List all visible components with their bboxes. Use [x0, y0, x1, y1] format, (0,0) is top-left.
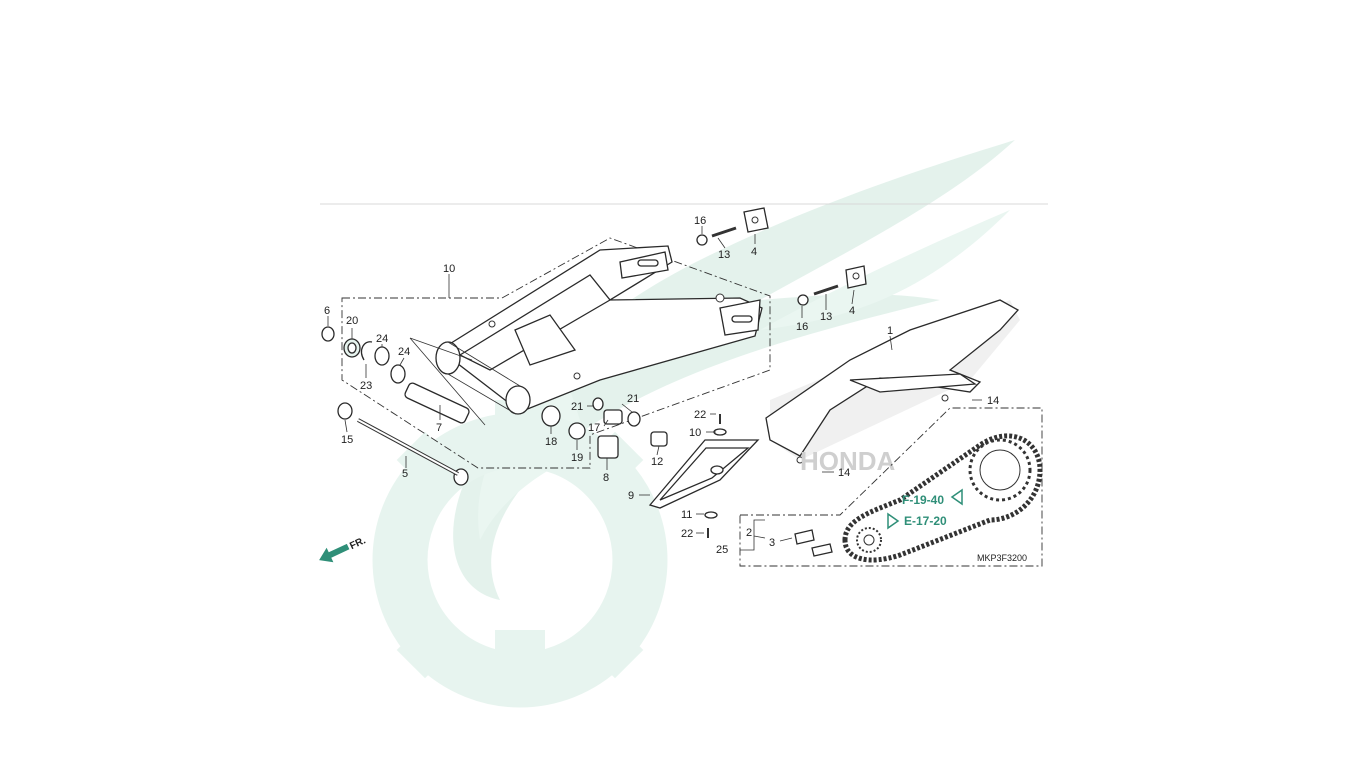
reference-e-17-20[interactable]: E-17-20	[904, 514, 947, 528]
label-24-right[interactable]: 24	[398, 346, 410, 358]
label-4-upper[interactable]: 4	[751, 246, 757, 258]
label-19[interactable]: 19	[571, 452, 583, 464]
label-1[interactable]: 1	[887, 325, 893, 337]
label-14-lower[interactable]: 14	[838, 467, 850, 479]
label-14-upper[interactable]: 14	[987, 395, 999, 407]
label-21-right[interactable]: 21	[627, 393, 639, 405]
chain-group-boundary	[739, 407, 1043, 567]
label-24-left[interactable]: 24	[376, 333, 388, 345]
honda-watermark: HONDA	[800, 446, 896, 476]
label-22-lower[interactable]: 22	[681, 528, 693, 540]
label-6[interactable]: 6	[324, 305, 330, 317]
chain-guard: HONDA	[765, 299, 1020, 476]
label-10-lower[interactable]: 11	[681, 509, 692, 521]
label-5[interactable]: 5	[402, 468, 408, 480]
label-9[interactable]: 9	[628, 490, 634, 502]
label-4-lower[interactable]: 4	[849, 305, 855, 317]
label-11[interactable]: 10	[443, 263, 455, 275]
label-18[interactable]: 18	[545, 436, 557, 448]
pivot-callout	[409, 337, 486, 426]
label-8[interactable]: 8	[603, 472, 609, 484]
label-17[interactable]: 17	[588, 422, 600, 434]
label-10-upper[interactable]: 10	[689, 427, 701, 439]
label-7[interactable]: 7	[436, 422, 442, 434]
label-20[interactable]: 20	[346, 315, 358, 327]
front-label: FR.	[348, 535, 367, 552]
adjuster-hardware	[696, 207, 867, 306]
part-labels: 10 1 2 3 4 4 5 6 7 8 9 10 11 12 13 13 14…	[324, 215, 999, 556]
leader-lines	[327, 226, 982, 551]
chain-slider	[648, 414, 760, 538]
label-12[interactable]: 12	[651, 456, 663, 468]
diagram-code: MKP3F3200	[977, 553, 1027, 563]
label-23[interactable]: 23	[360, 380, 372, 392]
swingarm	[435, 245, 763, 415]
label-13-lower[interactable]: 13	[820, 311, 832, 323]
label-21-left[interactable]: 21	[571, 401, 583, 413]
bearing-stack	[321, 326, 668, 486]
reference-f-19-40[interactable]: F-19-40	[902, 493, 944, 507]
swingarm-group-boundary	[341, 237, 771, 469]
drive-chain	[794, 433, 1043, 563]
label-25[interactable]: 25	[716, 544, 728, 556]
label-13-upper[interactable]: 13	[718, 249, 730, 261]
front-direction-marker: FR.	[319, 535, 368, 563]
label-22-upper[interactable]: 22	[694, 409, 706, 421]
label-15[interactable]: 15	[341, 434, 353, 446]
label-16-upper[interactable]: 16	[694, 215, 706, 227]
label-2[interactable]: 2	[746, 527, 752, 539]
label-3[interactable]: 3	[769, 537, 775, 549]
label-16-lower[interactable]: 16	[796, 321, 808, 333]
